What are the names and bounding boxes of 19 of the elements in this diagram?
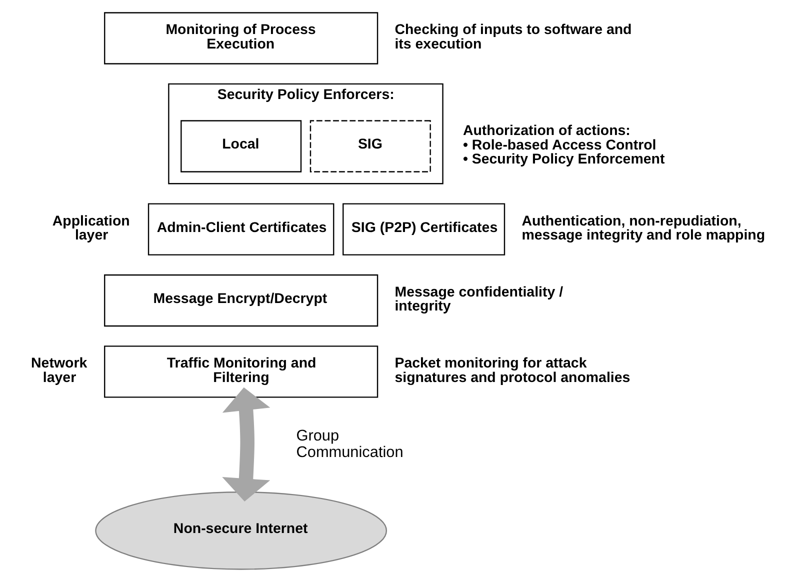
node-label: Authorization of actions: xyxy=(462,123,630,140)
node-box: SIG (P2P) Certificates xyxy=(342,203,506,256)
node-box: Admin-Client Certificates xyxy=(148,203,334,256)
node-label: Authentication, non-repudiation, message integrity and role mapping xyxy=(522,213,766,244)
node-label: Message confidentiality / integrity xyxy=(394,284,564,315)
node-label: Packet monitoring for attack signatures and protocol anomalies xyxy=(394,356,630,386)
node-label: Checking of inputs to software and its execution xyxy=(394,22,632,52)
node-box: Monitoring of Process Execution xyxy=(104,12,378,64)
node-box: Local xyxy=(180,120,302,172)
node-box: SIG xyxy=(310,120,431,172)
node-label: • Security Policy Enforcement xyxy=(462,152,665,168)
node-box: Message Encrypt/Decrypt xyxy=(104,274,378,327)
label: Network layer xyxy=(31,356,88,386)
arrow xyxy=(222,387,270,502)
label: Application layer xyxy=(52,213,130,244)
node-box: Traffic Monitoring and Filtering xyxy=(104,346,378,398)
edge-label: Group Communication xyxy=(296,427,404,461)
node-label: • Role-based Access Control xyxy=(462,137,656,154)
node-ellipse: Non-secure Internet xyxy=(95,492,388,570)
